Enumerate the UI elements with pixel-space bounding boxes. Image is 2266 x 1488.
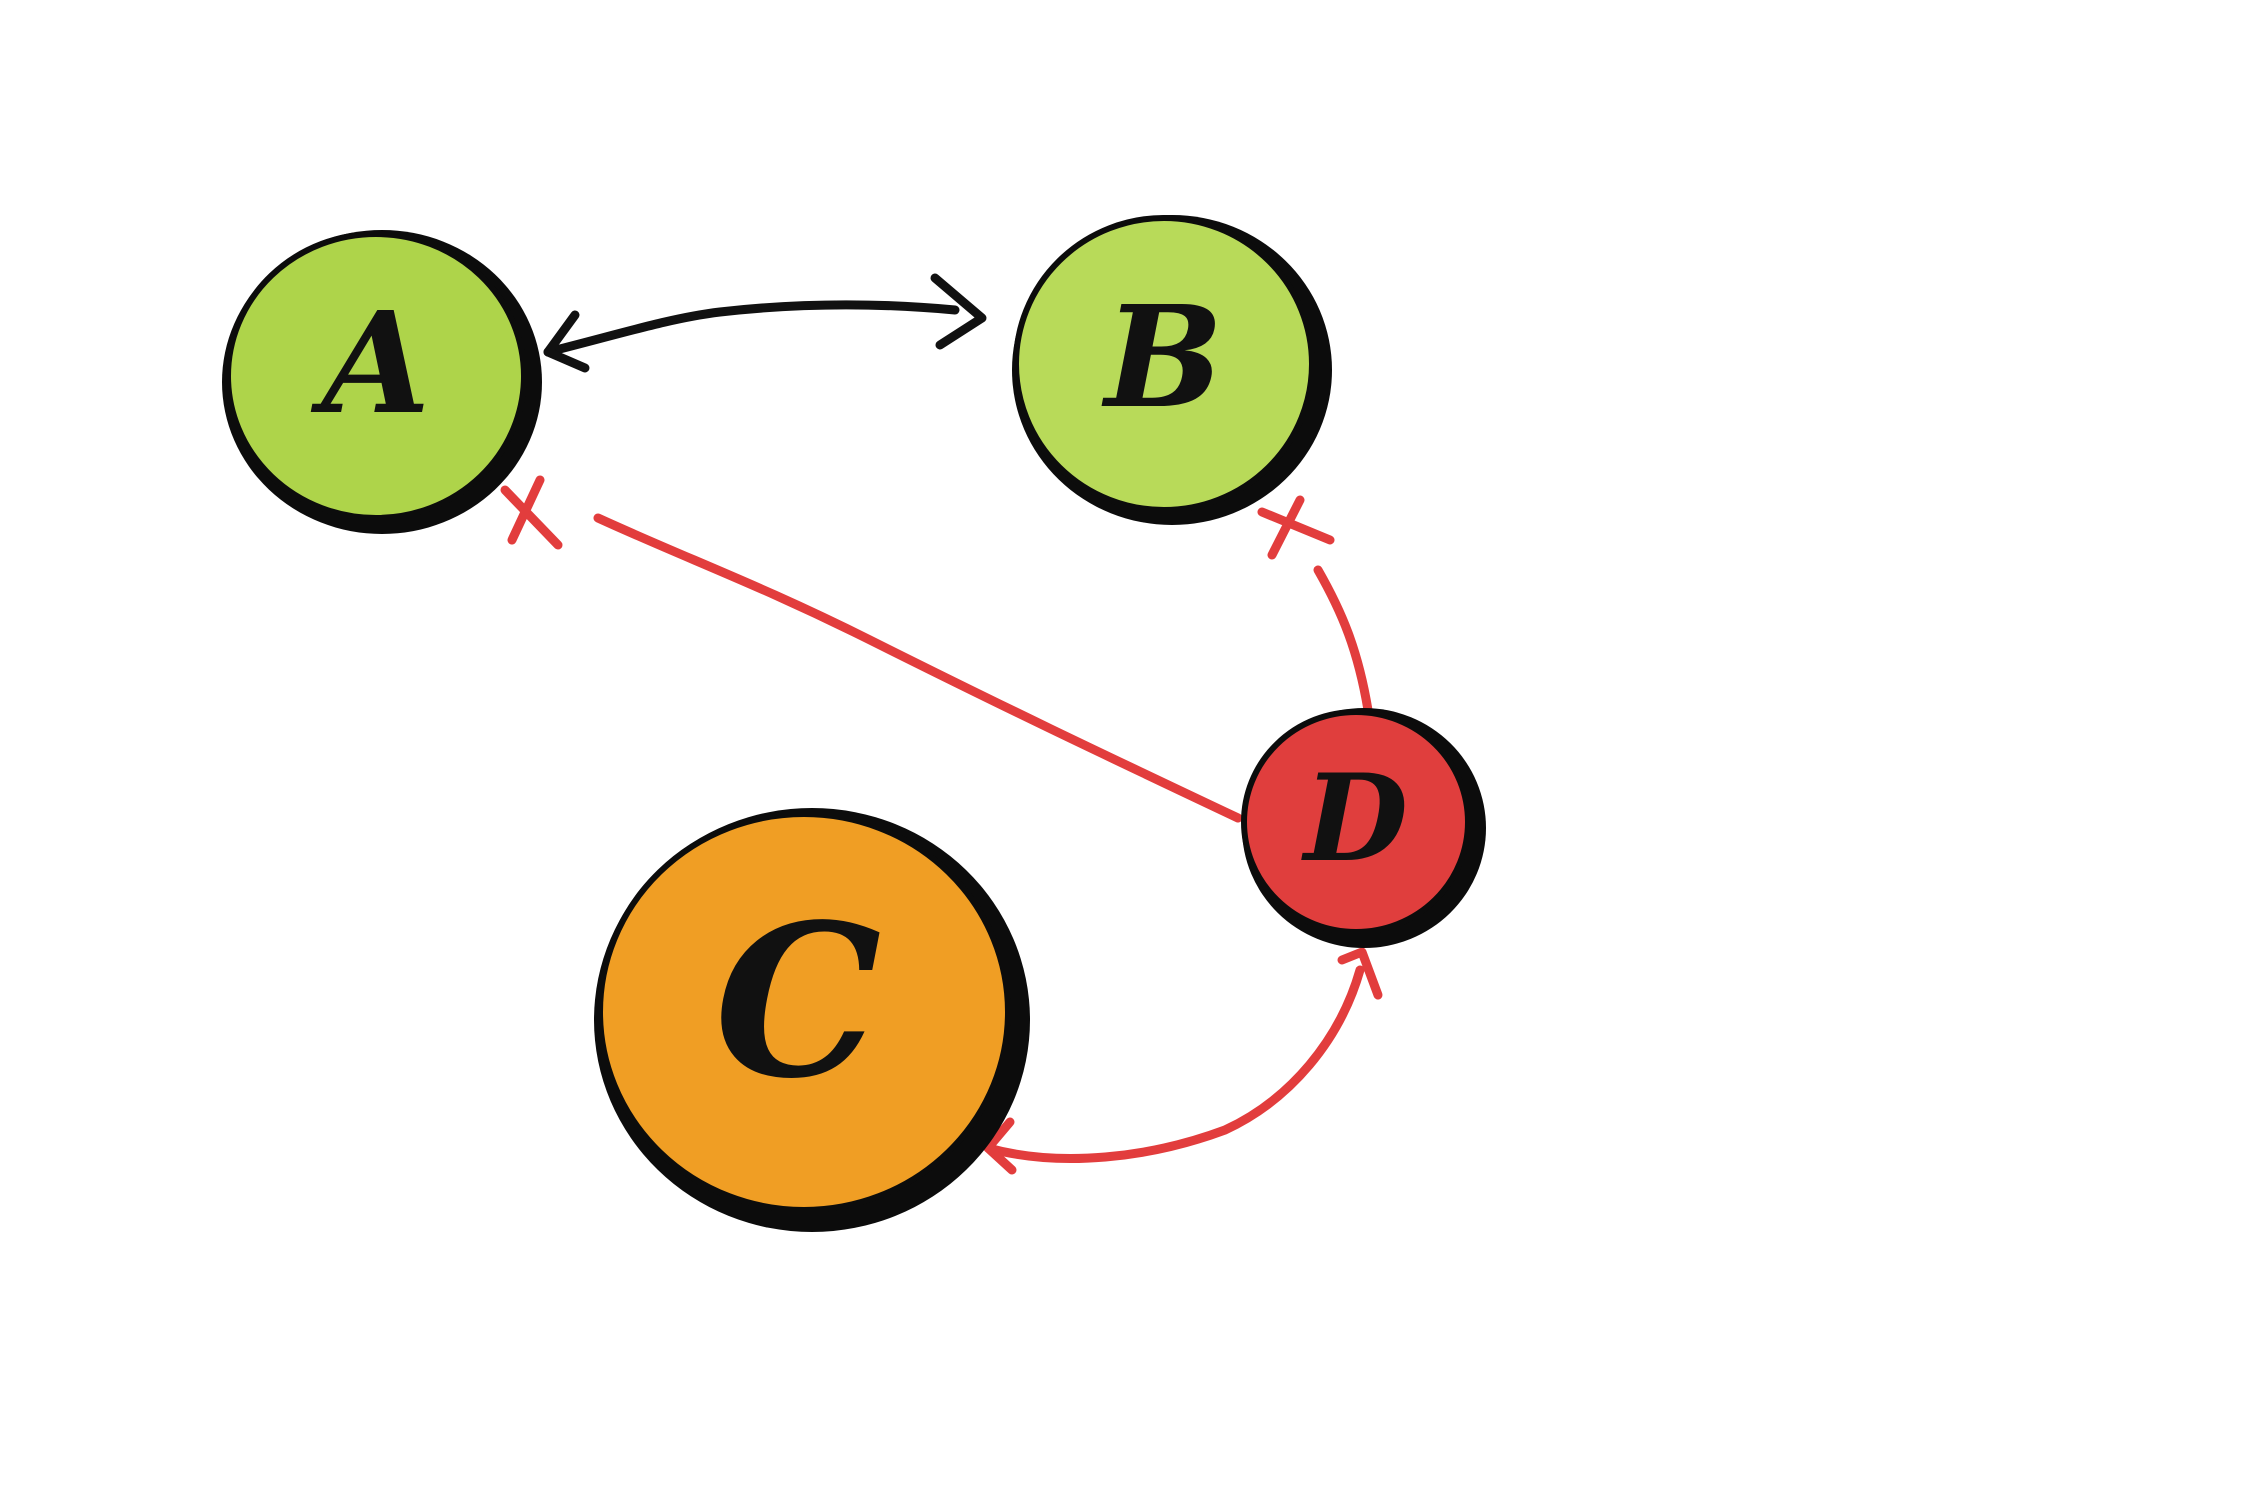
node-c-label: C xyxy=(714,878,881,1125)
edge-a-d xyxy=(500,475,1243,823)
arrowhead-left-icon xyxy=(543,310,590,373)
edge-a-d-line xyxy=(593,513,1243,823)
node-b-label: B xyxy=(1101,276,1223,440)
node-c-circle xyxy=(597,811,1011,1213)
node-d[interactable]: D xyxy=(1241,708,1486,948)
node-c[interactable]: C xyxy=(594,808,1030,1232)
node-d-circle xyxy=(1241,709,1471,935)
edge-a-b xyxy=(543,273,987,373)
cross-mark-icon xyxy=(500,475,563,550)
node-b-circle xyxy=(1013,215,1315,513)
cross-mark-icon xyxy=(1257,495,1335,560)
edge-b-d xyxy=(1257,495,1373,715)
node-b[interactable]: B xyxy=(1012,215,1332,525)
arrowhead-right-icon xyxy=(930,273,987,350)
arrowhead-left-icon xyxy=(983,1117,1017,1175)
node-a[interactable]: A xyxy=(222,230,542,534)
edge-a-b-line xyxy=(543,300,960,357)
arrowhead-up-icon xyxy=(1337,947,1383,1000)
edge-c-d xyxy=(983,947,1383,1175)
edge-b-d-line xyxy=(1313,565,1373,715)
node-a-label: A xyxy=(311,282,431,446)
edge-c-d-line xyxy=(983,965,1365,1163)
node-a-circle xyxy=(225,231,527,521)
node-d-label: D xyxy=(1301,748,1408,889)
